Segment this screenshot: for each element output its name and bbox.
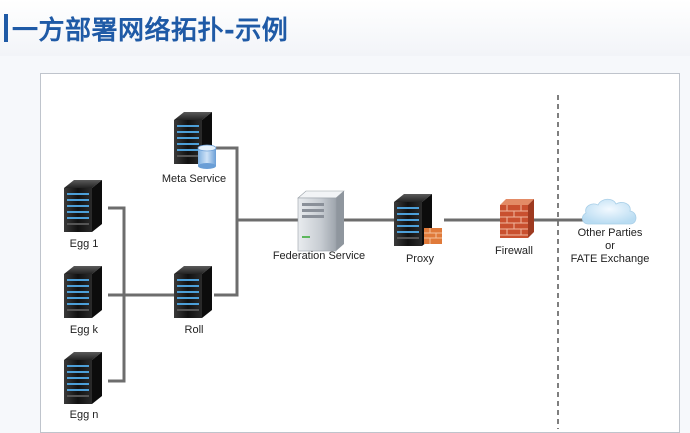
egg-n-label: Egg n bbox=[70, 409, 99, 421]
pc-server-icon bbox=[297, 190, 345, 252]
roll-label: Roll bbox=[185, 324, 204, 336]
meta-service-label: Meta Service bbox=[162, 173, 226, 185]
other-parties-label-line2: or bbox=[605, 240, 615, 252]
firewall-icon bbox=[424, 228, 442, 244]
other-parties-label-line1: Other Parties bbox=[578, 227, 643, 239]
title-accent-bar bbox=[4, 14, 8, 42]
firewall-node: Firewall bbox=[495, 199, 534, 257]
egg-k-node: Egg k bbox=[64, 266, 102, 336]
other-parties-label-line3: FATE Exchange bbox=[571, 253, 650, 265]
proxy-node: Proxy bbox=[394, 194, 442, 265]
egg-1-node: Egg 1 bbox=[64, 180, 102, 250]
server-icon bbox=[64, 180, 102, 232]
firewall-label: Firewall bbox=[495, 245, 533, 257]
links bbox=[108, 146, 588, 383]
federation-service-label: Federation Service bbox=[273, 250, 365, 262]
egg-k-label: Egg k bbox=[70, 324, 99, 336]
server-icon bbox=[64, 266, 102, 318]
other-parties-node: Other Parties or FATE Exchange bbox=[571, 198, 650, 265]
egg-1-label: Egg 1 bbox=[70, 238, 99, 250]
server-icon bbox=[64, 352, 102, 404]
database-icon bbox=[197, 144, 217, 169]
cloud-icon bbox=[582, 198, 637, 225]
firewall-icon bbox=[500, 199, 534, 238]
diagram-panel bbox=[40, 73, 680, 433]
proxy-label: Proxy bbox=[406, 253, 435, 265]
egg-n-node: Egg n bbox=[64, 352, 102, 421]
meta-service-node: Meta Service bbox=[162, 112, 226, 185]
federation-service-node: Federation Service bbox=[273, 190, 365, 262]
server-icon bbox=[174, 266, 212, 318]
link-meta-roll bbox=[214, 146, 239, 297]
roll-node: Roll bbox=[174, 266, 212, 336]
page-title: 一方部署网络拓扑-示例 bbox=[12, 16, 289, 46]
title-bar: 一方部署网络拓扑-示例 bbox=[0, 0, 690, 56]
